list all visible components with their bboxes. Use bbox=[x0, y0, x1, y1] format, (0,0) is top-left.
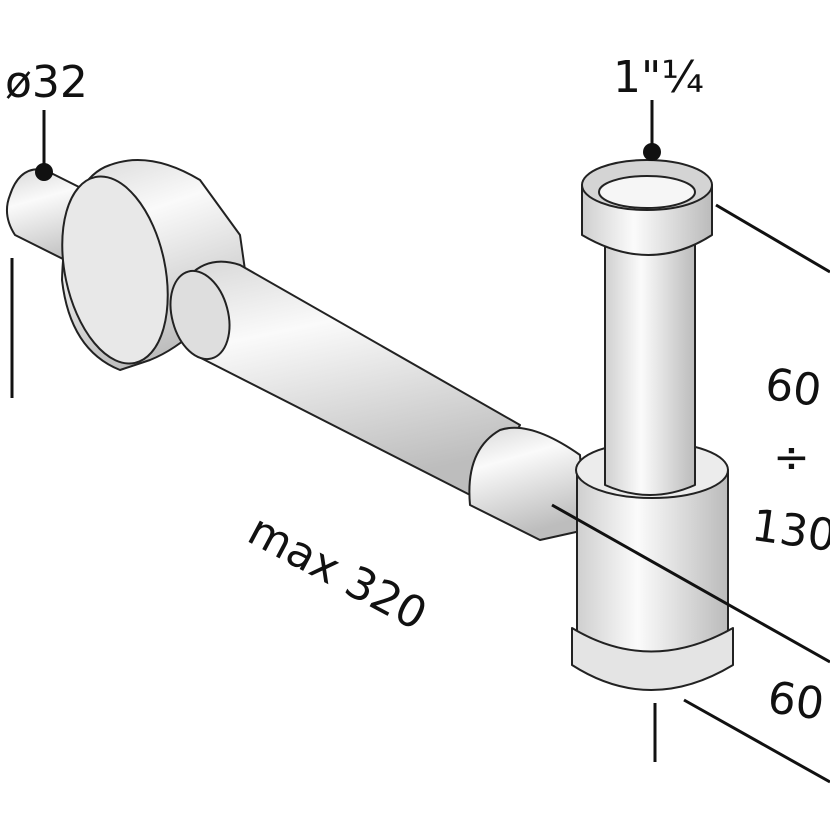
flange-face bbox=[61, 175, 169, 365]
bottom-height-label: 60 bbox=[765, 672, 828, 730]
vertical-pipe bbox=[604, 229, 696, 496]
bottle-body bbox=[576, 469, 729, 666]
dimension-lines bbox=[10, 100, 830, 784]
inlet-marker-dot bbox=[35, 163, 53, 181]
inlet-diameter-label: ø32 bbox=[5, 57, 88, 108]
max-length-label: max 320 bbox=[240, 505, 435, 641]
top-nut-inner bbox=[598, 175, 696, 209]
pipe-sleeve bbox=[468, 426, 586, 541]
bottom-nut bbox=[571, 627, 734, 691]
height-min-label: 60 bbox=[762, 359, 825, 417]
thread-size-label: 1"¼ bbox=[613, 52, 704, 103]
range-separator-label: ÷ bbox=[773, 432, 810, 483]
height-max-label: 130 bbox=[749, 500, 830, 562]
thread-marker-dot bbox=[643, 143, 661, 161]
horizontal-pipe bbox=[180, 260, 521, 501]
pipe-collar bbox=[169, 269, 231, 361]
